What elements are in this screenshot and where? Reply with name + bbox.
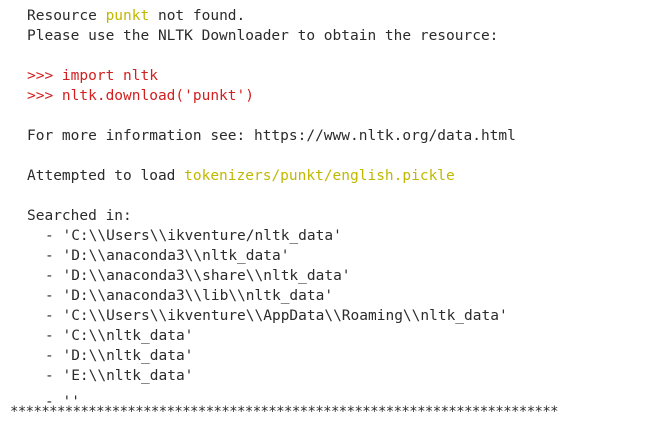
attempted-prefix: Attempted to load	[27, 168, 185, 184]
resource-suffix: not found.	[149, 8, 246, 24]
search-path-item: - 'D:\\anaconda3\\share\\nltk_data'	[45, 268, 351, 284]
resource-name: punkt	[105, 8, 150, 24]
separator-line: ****************************************…	[10, 404, 559, 420]
search-path-item: - 'D:\\anaconda3\\lib\\nltk_data'	[45, 288, 334, 304]
resource-prefix: Resource	[27, 8, 106, 24]
search-path-item: - 'C:\\nltk_data'	[45, 328, 194, 344]
search-path-item: - 'C:\\Users\\ikventure/nltk_data'	[45, 228, 342, 244]
download-command-line: >>> nltk.download('punkt')	[27, 88, 254, 104]
search-path-item: - 'D:\\anaconda3\\nltk_data'	[45, 248, 290, 264]
downloader-hint-line: Please use the NLTK Downloader to obtain…	[27, 28, 499, 44]
search-path-item: - 'C:\\Users\\ikventure\\AppData\\Roamin…	[45, 308, 508, 324]
search-path-item-partial: - ''	[45, 394, 80, 404]
info-line: For more information see: https://www.nl…	[27, 128, 516, 144]
search-path-item: - 'E:\\nltk_data'	[45, 368, 194, 384]
resource-not-found-line: Resource punkt not found.	[27, 6, 245, 26]
import-command-line: >>> import nltk	[27, 68, 158, 84]
search-path-item: - 'D:\\nltk_data'	[45, 348, 194, 364]
searched-in-label: Searched in:	[27, 208, 132, 224]
attempted-path: tokenizers/punkt/english.pickle	[184, 168, 455, 184]
attempted-load-line: Attempted to load tokenizers/punkt/engli…	[27, 166, 455, 186]
